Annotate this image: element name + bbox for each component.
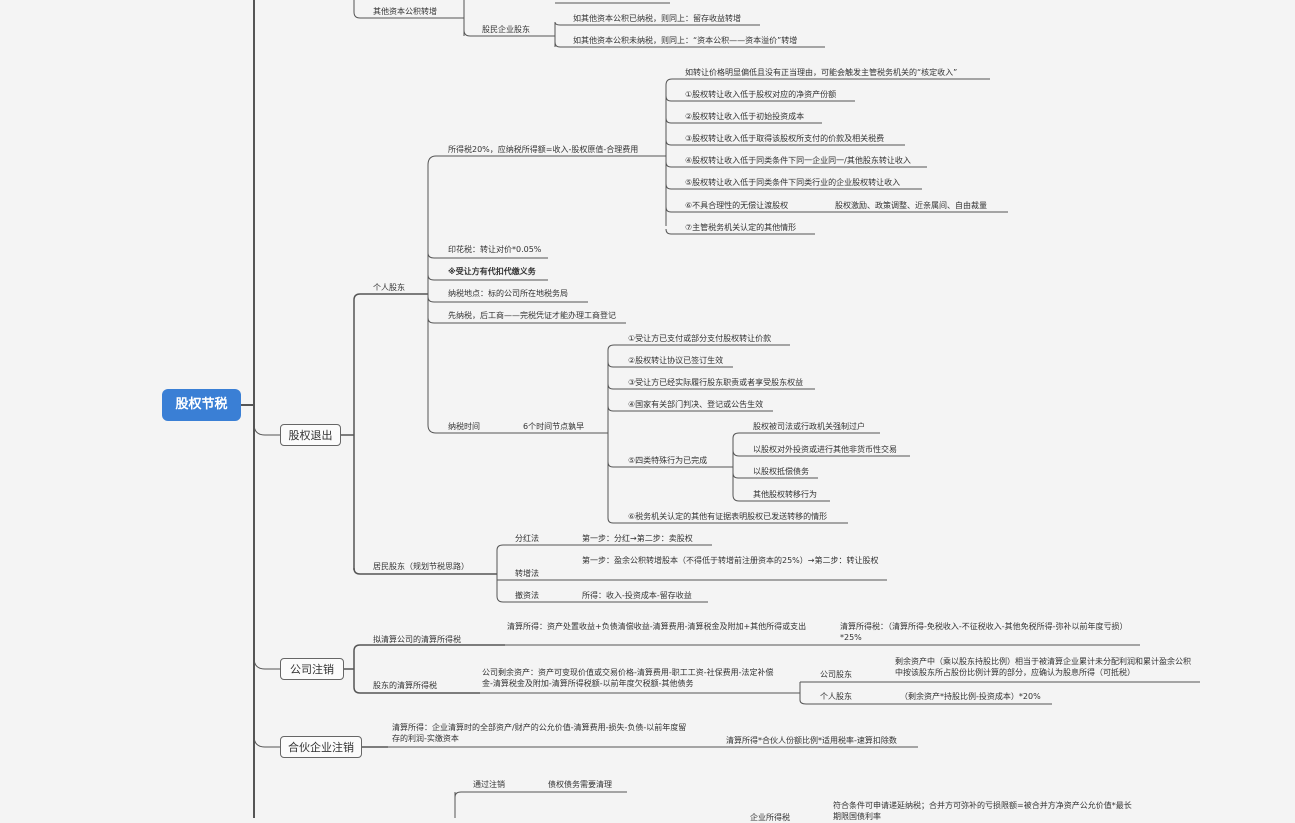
node-pass-cancel[interactable]: 通过注销: [473, 780, 505, 789]
node-merge-note[interactable]: 符合条件可申请递延纳税；合并方可弥补的亏损限额=被合并方净资产公允价值*最长期限…: [833, 801, 1132, 821]
list-item[interactable]: ②股权转让协议已签订生效: [628, 356, 724, 365]
list-item[interactable]: ⑥税务机关认定的其他有证据表明股权已发送转移的情形: [628, 512, 828, 521]
node-dividend-step[interactable]: 第一步：分红→第二步：卖股权: [582, 534, 693, 543]
node-company-cancel[interactable]: 公司注销: [280, 658, 344, 680]
node-stamp-tax[interactable]: 印花税：转让对价*0.05%: [448, 245, 542, 254]
list-item[interactable]: ④股权转让收入低于同类条件下同一企业同一/其他股东转让收入: [685, 156, 911, 165]
list-item[interactable]: ②股权转让收入低于初始投资成本: [685, 112, 805, 121]
node-liquidation-income[interactable]: 清算所得：资产处置收益+负债清偿收益-清算费用-清算税金及附加+其他所得或支出: [507, 622, 807, 631]
node-six-nodes[interactable]: 6个时间节点孰早: [523, 422, 585, 431]
node-corp-holder[interactable]: 公司股东: [820, 670, 852, 679]
node-dividend[interactable]: 分红法: [515, 534, 539, 543]
list-item[interactable]: 以股权抵偿债务: [753, 467, 809, 476]
node-reserve-paid[interactable]: 如其他资本公积已纳税，则同上：留存收益转增: [573, 14, 741, 23]
list-item[interactable]: ⑥不具合理性的无偿让渡股权: [685, 201, 789, 210]
list-item[interactable]: ①受让方已支付或部分支付股权转让价款: [628, 334, 772, 343]
node-remaining-assets[interactable]: 公司剩余资产：资产可变现价值或交易价格-清算费用-职工工资-社保费用-法定补偿金…: [482, 668, 774, 688]
node-increase-step[interactable]: 第一步：盈余公积转增股本（不得低于转增前注册资本的25%）→第二步：转让股权: [582, 556, 879, 565]
node-corp-holder-note[interactable]: 剩余资产中（乘以股东持股比例）相当于被清算企业累计未分配利润和累计盈余公积中按该…: [895, 657, 1191, 677]
node-person-holder[interactable]: 个人股东: [820, 692, 852, 701]
list-item[interactable]: ③受让方已经实际履行股东职责或者享受股东权益: [628, 378, 804, 387]
node-low-price[interactable]: 如转让价格明显偏低且没有正当理由，可能会触发主管税务机关的“核定收入”: [685, 68, 958, 77]
node-withhold[interactable]: ※受让方有代扣代缴义务: [448, 267, 536, 276]
node-income-tax[interactable]: 所得税20%，应纳税所得额=收入-股权原值-合理费用: [448, 145, 639, 154]
list-item[interactable]: 股权被司法或行政机关强制过户: [753, 422, 865, 431]
node-item6-note[interactable]: 股权激励、政策调整、近亲属间、自由裁量: [835, 201, 987, 210]
node-increase[interactable]: 转增法: [515, 569, 539, 578]
node-partnership-cancel[interactable]: 合伙企业注销: [280, 736, 362, 758]
node-tax-first[interactable]: 先纳税，后工商——完税凭证才能办理工商登记: [448, 311, 616, 320]
list-item[interactable]: ①股权转让收入低于股权对应的净资产份额: [685, 90, 837, 99]
node-tax-time[interactable]: 纳税时间: [448, 422, 480, 431]
root-node[interactable]: 股权节税: [162, 389, 241, 421]
node-liquidation-tax[interactable]: 拟清算公司的清算所得税: [373, 635, 461, 644]
list-item[interactable]: ⑤股权转让收入低于同类条件下同类行业的企业股权转让收入: [685, 178, 901, 187]
node-tax-place[interactable]: 纳税地点：标的公司所在地税务局: [448, 289, 568, 298]
list-item[interactable]: ③股权转让收入低于取得该股权所支付的价款及相关税费: [685, 134, 885, 143]
list-item[interactable]: ⑦主管税务机关认定的其他情形: [685, 223, 797, 232]
list-item[interactable]: ④国家有关部门判决、登记或公告生效: [628, 400, 764, 409]
node-reserve-unpaid[interactable]: 如其他资本公积未纳税，则同上：“资本公积——资本溢价”转增: [573, 36, 798, 45]
node-partnership-formula[interactable]: 清算所得*合伙人份额比例*适用税率-速算扣除数: [726, 736, 897, 745]
node-individual-holder[interactable]: 个人股东: [373, 283, 405, 292]
node-capital-cut[interactable]: 撤资法: [515, 591, 539, 600]
node-other-capital-reserve[interactable]: 其他资本公积转增: [373, 7, 437, 16]
node-resident-holder[interactable]: 居民股东（规划节税思路）: [373, 562, 469, 571]
node-holder-tax[interactable]: 股东的清算所得税: [373, 681, 437, 690]
list-item[interactable]: ⑤四类特殊行为已完成: [628, 456, 708, 465]
node-resident-company-holder[interactable]: 股民企业股东: [482, 25, 530, 34]
list-item[interactable]: 其他股权转移行为: [753, 490, 817, 499]
node-person-holder-note[interactable]: （剩余资产*持股比例-投资成本）*20%: [900, 692, 1041, 701]
node-debt[interactable]: 债权债务需要清理: [548, 780, 612, 789]
node-liquidation-formula[interactable]: 清算所得税：（清算所得-免税收入-不征税收入-其他免税所得-弥补以前年度亏损）*…: [840, 622, 1128, 642]
node-capital-cut-step[interactable]: 所得：收入-投资成本-留存收益: [582, 591, 692, 600]
node-equity-exit[interactable]: 股权退出: [280, 424, 341, 446]
list-item[interactable]: 以股权对外投资或进行其他非货币性交易: [753, 445, 897, 454]
node-partnership-income[interactable]: 清算所得：企业清算时的全部资产/财产的公允价值-清算费用-损失-负债-以前年度留…: [392, 723, 687, 743]
